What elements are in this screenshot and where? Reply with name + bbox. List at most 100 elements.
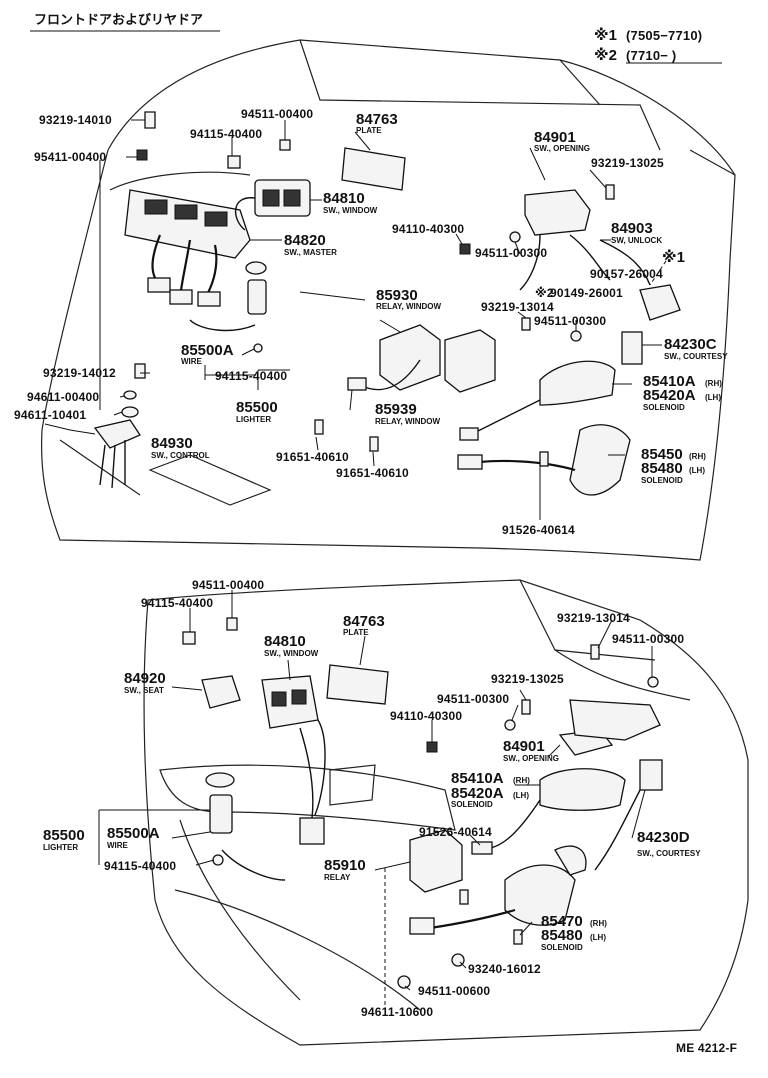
lighter-lower-shape bbox=[209, 794, 233, 834]
label-84903: 84903 bbox=[611, 220, 653, 237]
label-lower-91526-40614: 91526-40614 bbox=[419, 825, 492, 839]
label-94611-10401: 94611-10401 bbox=[14, 408, 86, 422]
label-85420A: 85420A bbox=[643, 387, 696, 404]
label-93219-13014: 93219-13014 bbox=[481, 300, 554, 314]
label-lower-94511-00300: 94511-00300 bbox=[612, 632, 684, 646]
label-lower-84901: 84901 bbox=[503, 738, 545, 755]
label-84820: 84820 bbox=[284, 232, 326, 249]
label-94611-00400: 94611-00400 bbox=[27, 390, 99, 404]
label-84763: 84763 bbox=[356, 111, 398, 128]
label-85930: 85930 bbox=[376, 287, 418, 304]
lower-leader-lines bbox=[98, 590, 653, 1005]
label-85410A: 85410A bbox=[643, 373, 696, 390]
label-lower-85420A: 85420A bbox=[451, 785, 504, 802]
label-84230C-name: SW., COURTESY bbox=[664, 352, 728, 361]
label-91651-40610-b: 91651-40610 bbox=[336, 466, 409, 480]
lighter-shape bbox=[247, 279, 267, 315]
figure-code: ME 4212-F bbox=[676, 1041, 737, 1055]
lower-components bbox=[182, 617, 663, 989]
master-switch-shape bbox=[124, 189, 251, 259]
label-lower-85420A-lh: (LH) bbox=[513, 791, 529, 800]
label-90149-26001: 90149-26001 bbox=[550, 286, 623, 300]
label-95411-00400: 95411-00400 bbox=[34, 150, 106, 164]
label-85939-name: RELAY, WINDOW bbox=[375, 417, 440, 426]
label-lower-94110-40300: 94110-40300 bbox=[390, 709, 462, 723]
note2-mark: ※2 bbox=[594, 46, 617, 64]
label-lower-85500-name: LIGHTER bbox=[43, 843, 78, 852]
label-85500A: 85500A bbox=[181, 342, 234, 359]
label-94115-40400: 94115-40400 bbox=[190, 127, 262, 141]
label-94511-00300-b: 94511-00300 bbox=[534, 314, 606, 328]
label-85410A-rh: (RH) bbox=[705, 379, 722, 388]
label-lower-84901-name: SW., OPENING bbox=[503, 754, 559, 763]
label-94110-40300: 94110-40300 bbox=[392, 222, 464, 236]
label-94511-00400: 94511-00400 bbox=[241, 107, 313, 121]
label-85420A-note: SOLENOID bbox=[643, 403, 685, 412]
label-85450: 85450 bbox=[641, 446, 683, 463]
solenoid-shape bbox=[569, 424, 631, 496]
label-84763-name: PLATE bbox=[356, 126, 382, 135]
label-lower-84810-name: SW., WINDOW bbox=[264, 649, 319, 658]
label-91651-40610-a: 91651-40610 bbox=[276, 450, 349, 464]
label-lower-85910: 85910 bbox=[324, 857, 366, 874]
relay-lower-shape bbox=[409, 829, 463, 893]
label-85480: 85480 bbox=[641, 460, 683, 477]
label-lower-85420A-note: SOLENOID bbox=[451, 800, 493, 809]
label-85480-note: SOLENOID bbox=[641, 476, 683, 485]
label-lower-85500: 85500 bbox=[43, 827, 85, 844]
opening-switch-shape bbox=[524, 189, 591, 236]
upper-leader-lines bbox=[44, 119, 671, 520]
label-lower-94611-10600: 94611-10600 bbox=[361, 1005, 433, 1019]
plate-lower-shape bbox=[326, 664, 389, 705]
rear-door-outline bbox=[143, 579, 749, 1046]
label-lower-85500A-name: WIRE bbox=[107, 841, 129, 850]
label-84930-name: SW., CONTROL bbox=[151, 451, 210, 460]
label-lower-93240-16012: 93240-16012 bbox=[468, 962, 541, 976]
label-84230C: 84230C bbox=[664, 336, 717, 353]
label-lower-85410A-rh: (RH) bbox=[513, 776, 530, 785]
label-lower-94511-00400: 94511-00400 bbox=[192, 578, 264, 592]
label-lower-85470-rh: (RH) bbox=[590, 919, 607, 928]
label-94115-40400-b: 94115-40400 bbox=[215, 369, 287, 383]
label-93219-14010: 93219-14010 bbox=[39, 113, 112, 127]
label-lower-85910-name: RELAY bbox=[324, 873, 351, 882]
label-lower-84920-name: SW., SEAT bbox=[124, 686, 164, 695]
note1-range: (7505−7710) bbox=[626, 28, 702, 43]
label-lower-94511-00300-b: 94511-00300 bbox=[437, 692, 509, 706]
diagram-title: フロントドアおよびリヤドア bbox=[34, 12, 203, 27]
label-84903-name: SW, UNLOCK bbox=[611, 236, 662, 245]
courtesy-switch-lower-shape bbox=[639, 759, 663, 791]
lower-labels: 94511-00400 94115-40400 84763 PLATE 8481… bbox=[43, 578, 701, 1019]
upper-components bbox=[93, 111, 681, 496]
label-85480-lh: (LH) bbox=[689, 466, 705, 475]
label-85450-rh: (RH) bbox=[689, 452, 706, 461]
upper-labels: 93219-14010 95411-00400 94511-00400 9411… bbox=[14, 107, 728, 537]
label-84930: 84930 bbox=[151, 435, 193, 452]
label-lower-84920: 84920 bbox=[124, 670, 166, 687]
courtesy-switch-shape bbox=[621, 331, 643, 365]
label-lower-84810: 84810 bbox=[264, 633, 306, 650]
label-lower-93219-13014: 93219-13014 bbox=[557, 611, 630, 625]
label-85939: 85939 bbox=[375, 401, 417, 418]
label-lower-85470: 85470 bbox=[541, 913, 583, 930]
label-note2-mark: ※2 bbox=[535, 286, 554, 300]
label-90157-26004: 90157-26004 bbox=[590, 267, 663, 281]
label-note1-mark: ※1 bbox=[662, 248, 685, 266]
label-91526-40614: 91526-40614 bbox=[502, 523, 575, 537]
plate-shape bbox=[341, 147, 406, 191]
label-85500: 85500 bbox=[236, 399, 278, 416]
label-lower-85500A: 85500A bbox=[107, 825, 160, 842]
label-85930-name: RELAY, WINDOW bbox=[376, 302, 441, 311]
note1-mark: ※1 bbox=[594, 26, 617, 44]
label-lower-94115-40400: 94115-40400 bbox=[141, 596, 213, 610]
label-lower-94115-40400-b: 94115-40400 bbox=[104, 859, 176, 873]
note2-range: (7710− ) bbox=[626, 48, 676, 63]
label-84901-name: SW., OPENING bbox=[534, 144, 590, 153]
label-94511-00300: 94511-00300 bbox=[475, 246, 547, 260]
label-lower-85480-lh: (LH) bbox=[590, 933, 606, 942]
label-84810: 84810 bbox=[323, 190, 365, 207]
label-lower-84763: 84763 bbox=[343, 613, 385, 630]
label-85500A-name: WIRE bbox=[181, 357, 203, 366]
label-84810-name: SW., WINDOW bbox=[323, 206, 378, 215]
